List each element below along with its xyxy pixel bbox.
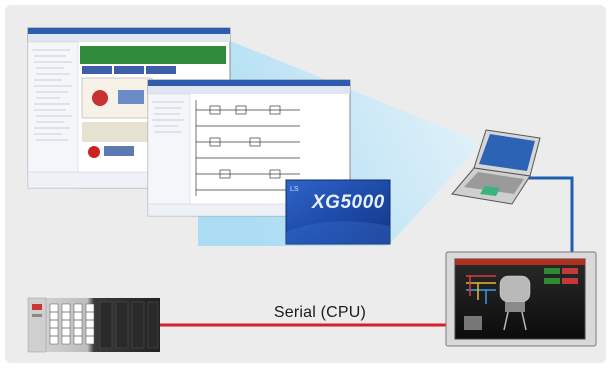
- plc-rack-icon: [27, 297, 160, 353]
- network-cable: [528, 176, 574, 252]
- splash-brand-mark: LS: [290, 186, 299, 193]
- splash-product-name: XG5000: [312, 192, 385, 213]
- laptop-icon: [451, 129, 541, 205]
- xg5000-splash-screen: [285, 179, 391, 245]
- touch-panel-hmi-icon: [445, 251, 597, 347]
- serial-connection-label: Serial (CPU): [273, 304, 367, 321]
